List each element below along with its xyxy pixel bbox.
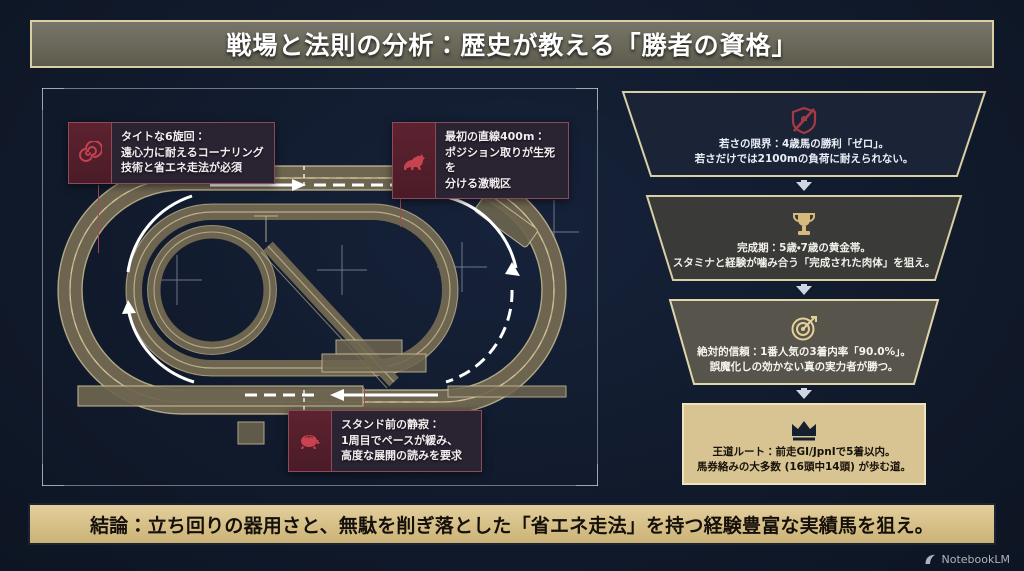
- callout-tight-corners-text: タイトな6旋回： 遠心力に耐えるコーナリング 技術と省エネ走法が必須: [121, 130, 264, 175]
- blueprint-frame: [42, 88, 598, 486]
- callout-first-straight-text: 最初の直線400m： ポジション取りが生死を 分ける激戦区: [445, 130, 555, 190]
- leader-line-stand: [364, 388, 365, 412]
- callout-stand-quiet-text: スタンド前の静寂： 1周目でペースが緩み、 高度な展開の読みを要求: [341, 418, 462, 463]
- callout-first-straight[interactable]: 最初の直線400m： ポジション取りが生死を 分ける激戦区: [392, 122, 569, 200]
- frame-corner-top-right: [576, 88, 598, 110]
- shield-slash-icon: [789, 105, 819, 135]
- funnel-step-2-shape: [645, 195, 963, 281]
- training-loop-outer-rail: [147, 225, 277, 355]
- turtle-icon: [289, 411, 332, 471]
- callout-tight-corners[interactable]: タイトな6旋回： 遠心力に耐えるコーナリング 技術と省エネ走法が必須: [68, 122, 275, 184]
- funnel-step-youth-limit[interactable]: 若さの限界：4歳馬の勝利「ゼロ」。 若さだけでは2100mの負荷に耐えられない。: [619, 88, 989, 180]
- conclusion-text: 結論：立ち回りの器用さと、無駄を削ぎ落とした「省エネ走法」を持つ経験豊富な実績馬…: [89, 514, 935, 537]
- notebooklm-watermark: NotebookLM: [924, 553, 1010, 566]
- frame-edge-bottom: [64, 485, 576, 486]
- funnel-arrow-2: [614, 284, 994, 296]
- winner-criteria-funnel: 若さの限界：4歳馬の勝利「ゼロ」。 若さだけでは2100mの負荷に耐えられない。: [614, 88, 994, 490]
- frame-edge-left: [42, 110, 43, 464]
- funnel-step-royal-road[interactable]: 王道ルート：前走GI/JpnIで5着以内。 馬券絡みの大多数 (16頭中14頭)…: [679, 400, 929, 488]
- callout-stand-quiet[interactable]: スタンド前の静寂： 1周目でペースが緩み、 高度な展開の読みを要求: [288, 410, 482, 472]
- page-title: 戦場と法則の分析：歴史が教える「勝者の資格」: [30, 20, 994, 68]
- galloping-horse-icon: [393, 123, 436, 199]
- page-title-text: 戦場と法則の分析：歴史が教える「勝者の資格」: [226, 31, 798, 60]
- training-loop-surface: [147, 225, 277, 355]
- funnel-step-royal-road-text: 王道ルート：前走GI/JpnIで5着以内。 馬券絡みの大多数 (16頭中14頭)…: [696, 446, 912, 473]
- frame-corner-top-left: [42, 88, 64, 110]
- target-dart-icon: [789, 313, 819, 343]
- racecourse-schematic: [42, 150, 602, 450]
- crown-icon: [789, 417, 819, 443]
- funnel-step-prime-age-text: 完成期：5歳・7歳の黄金帯。 スタミナと経験が噛み合う「完成された肉体」を狙え。: [672, 242, 936, 269]
- frame-corner-bottom-right: [576, 464, 598, 486]
- frame-edge-right: [597, 110, 598, 464]
- funnel-step-absolute-trust-text: 絶対的信頼：1番人気の3着内率「90.0%」。 誤魔化しの効かない真の実力者が勝…: [697, 346, 911, 373]
- funnel-step-youth-limit-text: 若さの限界：4歳馬の勝利「ゼロ」。 若さだけでは2100mの負荷に耐えられない。: [694, 138, 914, 165]
- funnel-step-prime-age[interactable]: 完成期：5歳・7歳の黄金帯。 スタミナと経験が噛み合う「完成された肉体」を狙え。: [643, 192, 965, 284]
- spiral-icon: [69, 123, 112, 183]
- frame-edge-top: [64, 88, 576, 89]
- conclusion-banner: 結論：立ち回りの器用さと、無駄を削ぎ落とした「省エネ走法」を持つ経験豊富な実績馬…: [28, 503, 996, 545]
- leader-line-corner: [98, 185, 99, 253]
- leader-line-straight: [400, 185, 401, 227]
- funnel-step-absolute-trust[interactable]: 絶対的信頼：1番人気の3着内率「90.0%」。 誤魔化しの効かない真の実力者が勝…: [666, 296, 942, 388]
- frame-corner-bottom-left: [42, 464, 64, 486]
- funnel-arrow-3: [614, 388, 994, 400]
- training-loop-rail: [153, 231, 271, 349]
- notebooklm-label: NotebookLM: [941, 553, 1010, 566]
- funnel-step-3-shape: [668, 299, 940, 385]
- inner-course-outer-rail: [125, 203, 459, 377]
- trophy-icon: [789, 209, 819, 239]
- funnel-step-4-shape: [682, 403, 926, 485]
- funnel-arrow-1: [614, 180, 994, 192]
- notebooklm-logo-icon: [924, 553, 937, 566]
